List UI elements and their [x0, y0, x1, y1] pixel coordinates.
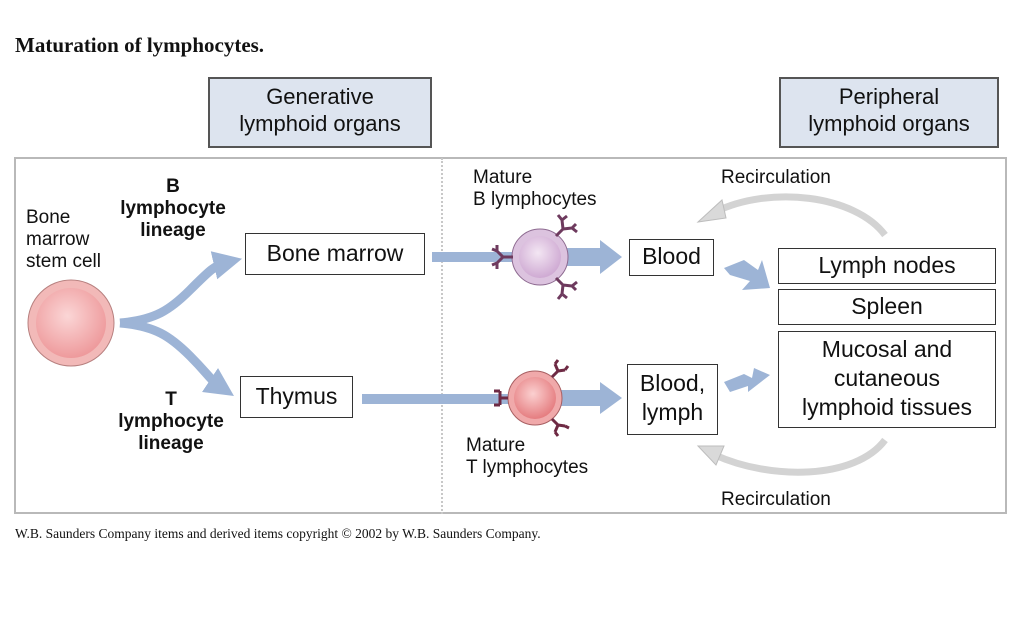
recirculation-bottom-label: Recirculation	[721, 489, 831, 510]
maturation-arrows	[362, 240, 770, 414]
label-line: lymphocyte	[118, 411, 224, 432]
node-line: lymphoid tissues	[801, 394, 973, 420]
region-divider	[441, 158, 443, 514]
recirculation-bottom-arrow	[713, 437, 888, 476]
node-line: cutaneous	[833, 365, 941, 391]
label-line: Mature	[466, 435, 526, 456]
label-line: B lymphocytes	[473, 189, 597, 210]
header-line: Peripheral	[838, 84, 940, 109]
lymph-nodes-node: Lymph nodes	[778, 248, 996, 284]
thymus-node: Thymus	[240, 376, 353, 418]
label-line: lymphocyte	[120, 198, 226, 219]
label-line: Mature	[473, 167, 533, 188]
stem-cell-label: Bone marrow stem cell	[26, 207, 101, 273]
blood-node: Blood	[629, 239, 714, 276]
node-line: Blood,	[639, 370, 706, 396]
peripheral-organs-header: Peripheral lymphoid organs	[779, 77, 999, 148]
mucosal-cutaneous-node: Mucosal and cutaneous lymphoid tissues	[778, 331, 996, 428]
label-line: stem cell	[26, 251, 101, 272]
mature-t-label: Mature T lymphocytes	[466, 435, 588, 479]
node-line: Mucosal and	[821, 336, 953, 362]
figure-title: Maturation of lymphocytes.	[15, 33, 265, 57]
stem-cell-icon	[27, 279, 115, 367]
label-line: marrow	[26, 229, 90, 250]
mature-b-lymphocyte-icon	[491, 214, 578, 300]
blood-lymph-to-mucosal-arrow	[724, 368, 770, 392]
label-line: lineage	[138, 433, 204, 454]
label-line: T lymphocytes	[466, 457, 589, 478]
mature-b-label: Mature B lymphocytes	[473, 167, 597, 211]
label-line: lineage	[140, 220, 206, 241]
recirculation-top-arrow	[713, 193, 888, 238]
diagram-frame	[14, 157, 1007, 514]
mature-t-lymphocyte-icon	[494, 359, 570, 437]
label-line: B	[166, 176, 180, 197]
header-line: Generative	[266, 84, 374, 109]
spleen-node: Spleen	[778, 289, 996, 325]
header-line: lymphoid organs	[239, 111, 401, 136]
t-cell-to-blood-lymph-arrow	[555, 382, 622, 414]
b-cell-to-blood-arrow	[560, 240, 622, 274]
b-lineage-label: B lymphocyte lineage	[108, 176, 238, 242]
b-lineage-arrow	[119, 251, 243, 328]
copyright-notice: W.B. Saunders Company items and derived …	[15, 526, 541, 541]
bone-marrow-node: Bone marrow	[245, 233, 425, 275]
bone-marrow-to-b-cell-arrow	[432, 252, 522, 262]
thymus-to-t-cell-arrow	[362, 394, 512, 404]
recirculation-top-label: Recirculation	[721, 167, 831, 188]
generative-organs-header: Generative lymphoid organs	[208, 77, 432, 148]
recirculation-arrows	[696, 193, 888, 476]
blood-to-lymph-nodes-arrow	[724, 260, 770, 290]
node-line: lymph	[641, 399, 704, 425]
blood-lymph-node: Blood, lymph	[627, 364, 718, 435]
lineage-branch-arrows	[119, 251, 243, 396]
t-cell-receptors	[494, 359, 570, 437]
label-line: T	[165, 389, 177, 410]
t-lineage-label: T lymphocyte lineage	[106, 389, 236, 455]
header-line: lymphoid organs	[808, 111, 970, 136]
b-cell-receptors	[491, 214, 578, 300]
t-lineage-arrow	[119, 318, 234, 396]
label-line: Bone	[26, 207, 71, 228]
